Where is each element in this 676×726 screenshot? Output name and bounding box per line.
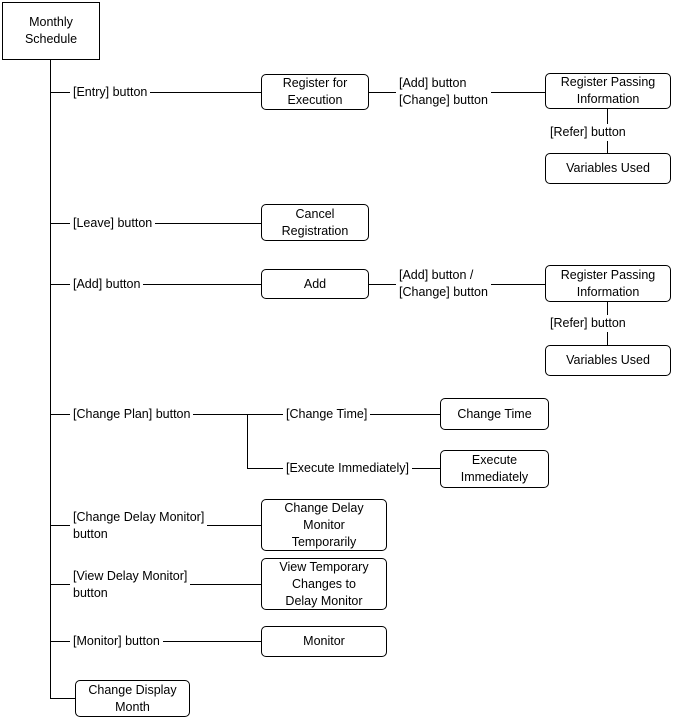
delay-button-line2: button: [73, 527, 108, 541]
register-line1: Register for: [282, 76, 348, 90]
leave-button-label: [Leave] button: [70, 215, 156, 232]
entry-passing-line1: Register Passing: [560, 75, 656, 89]
view-button-line1: [View Delay Monitor]: [73, 569, 188, 583]
change-plan-button-label: [Change Plan] button: [70, 406, 194, 423]
delay-box-line2: Monitor: [303, 517, 345, 532]
execute-line2: Immediately: [460, 470, 529, 484]
delay-button-line1: [Change Delay Monitor]: [73, 510, 205, 524]
delay-box-line3: Temporarily: [291, 534, 357, 549]
delay-box-line1: Change Delay: [284, 500, 364, 515]
entry-refer-label: [Refer] button: [547, 124, 629, 141]
monitor-box: Monitor: [261, 626, 387, 657]
change-delay-monitor-box: Change Delay Monitor Temporarily: [261, 499, 387, 551]
monthly-schedule-box: Monthly Schedule: [2, 2, 100, 60]
monitor-button-label: [Monitor] button: [70, 633, 163, 650]
change-delay-monitor-button-label: [Change Delay Monitor] button: [70, 509, 208, 543]
add-refer-label: [Refer] button: [547, 315, 629, 332]
add-passing-line2: Information: [576, 284, 640, 299]
entry-passing-line2: Information: [576, 92, 640, 106]
change-time-box: Change Time: [440, 398, 549, 430]
add-add-change-line1: [Add] button /: [399, 268, 474, 282]
entry-register-passing-box: Register Passing Information: [545, 73, 671, 109]
add-passing-line1: Register Passing: [560, 267, 656, 282]
execute-immediately-box: Execute Immediately: [440, 450, 549, 488]
change-display-month-box: Change Display Month: [75, 680, 190, 717]
cancel-registration-box: Cancel Registration: [261, 204, 369, 241]
add-add-change-line2: [Change] button: [399, 285, 488, 299]
execute-immediately-label: [Execute Immediately]: [283, 460, 412, 477]
add-button-label: [Add] button: [70, 276, 144, 293]
view-delay-monitor-button-label: [View Delay Monitor] button: [70, 568, 191, 602]
change-display-line2: Month: [115, 699, 150, 714]
entry-add-change-label: [Add] button [Change] button: [396, 75, 491, 109]
execute-line1: Execute: [471, 453, 518, 467]
root-line1: Monthly: [29, 15, 73, 29]
view-temporary-changes-box: View Temporary Changes to Delay Monitor: [261, 558, 387, 610]
entry-add-change-line2: [Change] button: [399, 93, 488, 107]
view-button-line2: button: [73, 586, 108, 600]
register-for-execution-box: Register for Execution: [261, 74, 369, 110]
change-time-label: [Change Time]: [283, 406, 371, 423]
cancel-line1: Cancel: [295, 206, 335, 221]
entry-button-label: [Entry] button: [70, 84, 151, 101]
add-add-change-label: [Add] button / [Change] button: [396, 267, 491, 301]
view-box-line1: View Temporary: [279, 559, 369, 574]
change-display-line1: Change Display: [88, 682, 177, 697]
entry-variables-used-box: Variables Used: [545, 153, 671, 184]
add-register-passing-box: Register Passing Information: [545, 265, 671, 302]
view-box-line2: Changes to: [292, 576, 356, 591]
cancel-line2: Registration: [281, 223, 349, 238]
entry-add-change-line1: [Add] button: [399, 76, 467, 90]
add-variables-used-box: Variables Used: [545, 345, 671, 376]
view-box-line3: Delay Monitor: [285, 593, 363, 608]
add-box: Add: [261, 269, 369, 299]
register-line2: Execution: [287, 93, 343, 107]
root-line2: Schedule: [24, 32, 78, 46]
